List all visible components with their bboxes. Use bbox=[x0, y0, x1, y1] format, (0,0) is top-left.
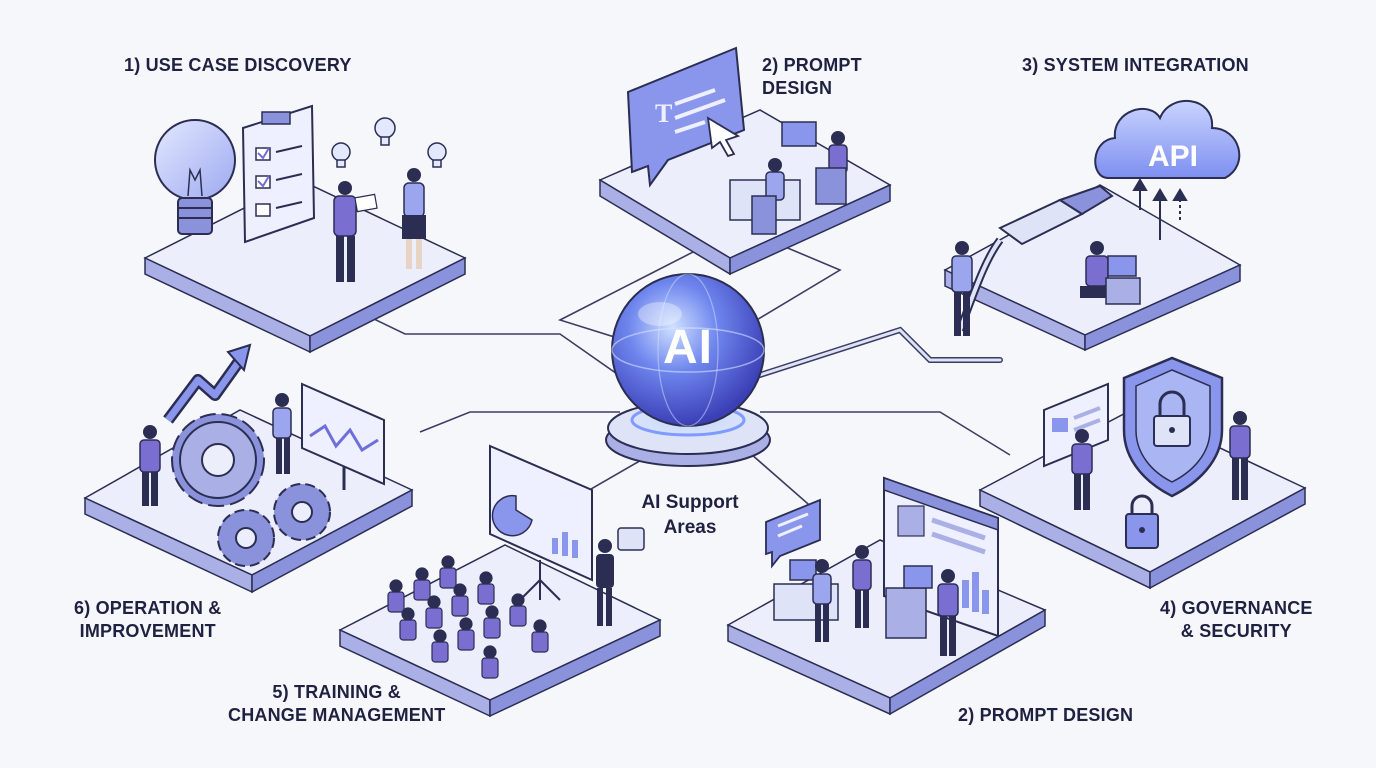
connector-governance bbox=[760, 411, 1011, 456]
cursor-arrow-icon bbox=[706, 116, 741, 158]
integration-figures bbox=[951, 241, 1141, 336]
chat-bubble-icon: T bbox=[626, 46, 746, 188]
trend-arrow-icon bbox=[163, 343, 252, 424]
audience-figures bbox=[387, 555, 549, 679]
small-lightbulbs-icon bbox=[331, 117, 447, 168]
connector-use-case bbox=[371, 317, 641, 391]
svg-text:T: T bbox=[655, 99, 672, 128]
label-system-integration: 3) SYSTEM INTEGRATION bbox=[1022, 55, 1249, 75]
speech-bubble-icon bbox=[617, 527, 645, 551]
label-training-change: 5) TRAINING & CHANGE MANAGEMENT bbox=[228, 682, 446, 725]
clipboard-checklist-icon bbox=[241, 104, 316, 244]
upload-arrows-icon bbox=[1132, 178, 1188, 240]
connector-operation bbox=[419, 411, 620, 433]
gears-icon bbox=[171, 413, 331, 567]
api-cloud-icon bbox=[1094, 99, 1241, 179]
ai-hub bbox=[605, 273, 771, 467]
ai-hub-label: AI bbox=[663, 321, 713, 374]
label-use-case-discovery: 1) USE CASE DISCOVERY bbox=[124, 55, 352, 75]
presentation-board-icon bbox=[489, 444, 593, 601]
hub-caption: AI Support Areas bbox=[641, 492, 739, 538]
padlock-icon bbox=[1125, 494, 1159, 549]
governance-figures bbox=[1071, 411, 1251, 510]
workstation-figures bbox=[729, 121, 848, 235]
label-operation-improvement: 6) OPERATION & IMPROVEMENT bbox=[74, 598, 222, 641]
platform-use-case-discovery bbox=[143, 104, 467, 354]
lightbulb-icon bbox=[154, 119, 236, 235]
platform-operation-improvement bbox=[83, 343, 414, 594]
api-cloud-label: API bbox=[1147, 140, 1198, 173]
chat-box-icon bbox=[765, 498, 821, 569]
label-governance-security: 4) GOVERNANCE & SECURITY bbox=[1160, 598, 1313, 641]
operation-figures bbox=[139, 393, 292, 506]
monitor-chart-icon bbox=[301, 382, 385, 490]
label-prompt-design-bottom: 2) PROMPT DESIGN bbox=[958, 705, 1134, 725]
platform-training-change bbox=[338, 444, 662, 718]
shield-lock-icon bbox=[1122, 356, 1224, 498]
platform-prompt-design-top: T bbox=[598, 46, 892, 276]
platform-governance-security bbox=[978, 356, 1307, 590]
presenter-figure bbox=[596, 539, 614, 626]
team-members-figures bbox=[333, 168, 426, 282]
desk-workers-figures bbox=[773, 545, 959, 656]
platform-system-integration bbox=[943, 99, 1242, 352]
platform-prompt-design-bottom bbox=[726, 476, 1047, 716]
label-prompt-design-top: 2) PROMPT DESIGN bbox=[762, 55, 862, 98]
